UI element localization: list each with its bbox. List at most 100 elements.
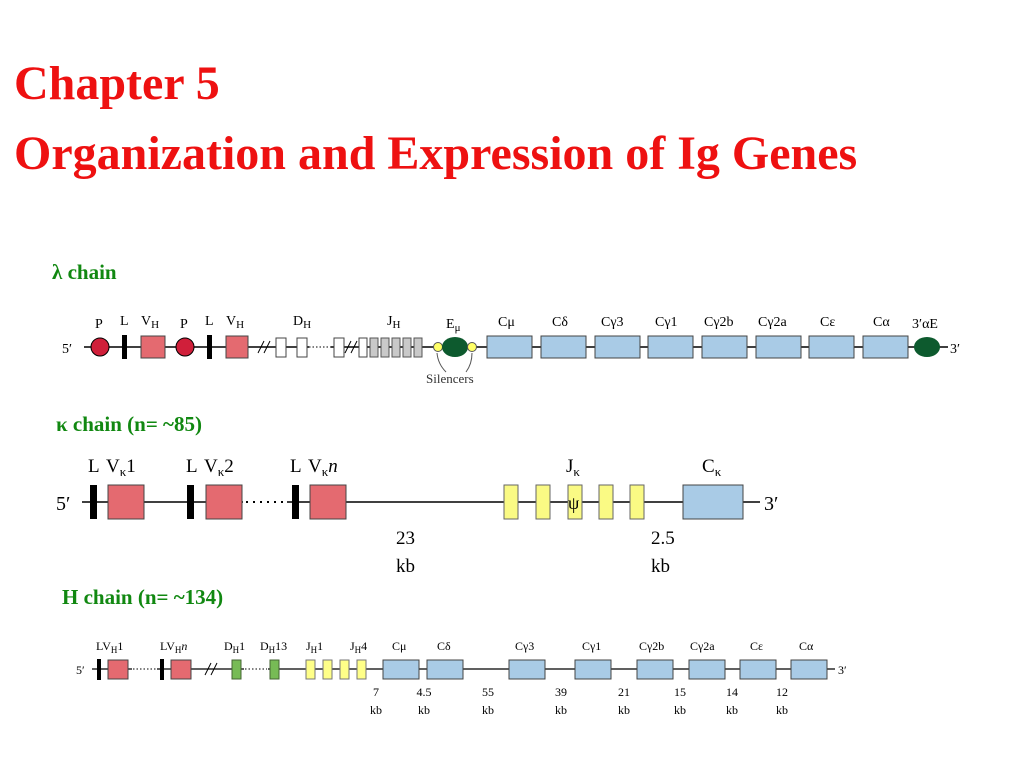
lambda-label-cg2b: Cγ2b: [704, 315, 734, 330]
lambda-c-epsilon-segment: [808, 335, 855, 359]
heavy-label-cdelta: Cδ: [437, 639, 451, 653]
lambda-label-v1: VH: [141, 314, 159, 331]
heavy-label-ceps: Cε: [750, 639, 763, 653]
lambda-3prime-enhancer: [914, 337, 940, 357]
lambda-chain-label: λ chain: [52, 260, 117, 284]
heavy-distance-unit: kb: [776, 703, 788, 717]
heavy-c-delta-segment: [426, 659, 464, 680]
heavy-distance-value: 7: [373, 685, 379, 699]
kappa-j-segment-4: [598, 484, 614, 520]
heavy-c-gamma2a-segment: [688, 659, 726, 680]
heavy-distance-unit: kb: [418, 703, 430, 717]
heavy-label-cg1: Cγ1: [582, 639, 601, 653]
lambda-leader-1: [122, 335, 127, 359]
heavy-label-cg2b: Cγ2b: [639, 639, 664, 653]
heavy-c-gamma1-segment: [574, 659, 612, 680]
kappa-psi-label: ψ: [568, 493, 580, 513]
lambda-silencers-label: Silencers: [426, 371, 474, 386]
kappa-c-segment: [682, 484, 744, 520]
kappa-j-pseudogene: [567, 484, 583, 520]
heavy-c-mu-segment: [382, 659, 420, 680]
lambda-label-l2: L: [205, 314, 214, 329]
lambda-c-gamma3-segment: [594, 335, 641, 359]
kappa-v-segment-2: [205, 484, 243, 520]
lambda-label-dh: DH: [293, 314, 311, 331]
kappa-chain-label: κ chain (n= ~85): [56, 412, 202, 436]
heavy-distance-value: 4.5: [417, 685, 432, 699]
lambda-dh-segment: [358, 337, 368, 358]
lambda-3prime-label: 3′: [950, 342, 960, 357]
heavy-distance-value: 21: [618, 685, 630, 699]
lambda-silencer-arrow-1: [436, 352, 447, 373]
lambda-vh-segment-1: [140, 335, 166, 359]
kappa-leader-1: [90, 485, 97, 519]
lambda-label-cg1: Cγ1: [655, 315, 678, 330]
kappa-diagram: 5′ 3′ ψ L Vκ1 L Vκ2 L Vκn Jκ Cκ 23 kb 2.…: [56, 456, 778, 577]
chapter-subtitle: Organization and Expression of Ig Genes: [14, 127, 858, 180]
heavy-label-cg2a: Cγ2a: [690, 639, 715, 653]
lambda-label-emu: Eμ: [446, 317, 461, 334]
lambda-promoter-2: [175, 337, 195, 357]
lambda-diagram: 5′ 3′ Silencers: [62, 314, 960, 386]
lambda-jh-segment: [369, 337, 379, 358]
heavy-label-dh13: DH13: [260, 639, 287, 655]
lambda-jh-segment: [391, 337, 401, 358]
heavy-distance-unit: kb: [555, 703, 567, 717]
heavy-c-gamma3-segment: [508, 659, 546, 680]
lambda-enhancer-emu: [442, 337, 468, 357]
heavy-distance-value: 55: [482, 685, 494, 699]
lambda-jh-segment: [402, 337, 412, 358]
lambda-silencer-2: [467, 342, 477, 352]
lambda-label-cg2a: Cγ2a: [758, 315, 788, 330]
lambda-c-delta-segment: [540, 335, 587, 359]
lambda-label-cdelta: Cδ: [552, 315, 568, 330]
heavy-jh-segment-1: [305, 659, 316, 680]
lambda-c-gamma2b-segment: [701, 335, 748, 359]
lambda-silencer-arrow-2: [465, 352, 473, 373]
lambda-label-jh: JH: [387, 314, 400, 331]
lambda-5prime-label: 5′: [62, 342, 72, 357]
lambda-label-l1: L: [120, 314, 129, 329]
lambda-dh-segment: [275, 337, 287, 358]
heavy-chain-label: H chain (n= ~134): [62, 585, 224, 609]
heavy-distance-unit: kb: [674, 703, 686, 717]
kappa-label-j: Jκ: [566, 456, 580, 479]
kappa-v-segment-n: [309, 484, 347, 520]
heavy-distance-value: 12: [776, 685, 788, 699]
heavy-c-epsilon-segment: [739, 659, 777, 680]
kappa-label-v1: Vκ1: [106, 456, 136, 479]
kappa-distance-value: 2.5: [651, 528, 675, 549]
heavy-jh-segment-3: [339, 659, 350, 680]
heavy-distance-value: 14: [726, 685, 738, 699]
kappa-j-segment-1: [503, 484, 519, 520]
kappa-v-segment-1: [107, 484, 145, 520]
heavy-label-cg3: Cγ3: [515, 639, 534, 653]
kappa-j-segment-5: [629, 484, 645, 520]
heavy-label-calpha: Cα: [799, 639, 814, 653]
kappa-label-c: Cκ: [702, 456, 722, 479]
heavy-diagram: 5′ 3′ LVH1 LVHn DH1 DH13 JH1 JH4: [76, 639, 847, 717]
lambda-vh-segment-2: [225, 335, 249, 359]
heavy-label-jh1: JH1: [306, 639, 323, 655]
lambda-c-alpha-segment: [862, 335, 909, 359]
heavy-distance-unit: kb: [618, 703, 630, 717]
heavy-distance-unit: kb: [370, 703, 382, 717]
heavy-label-dh1: DH1: [224, 639, 245, 655]
kappa-distance-value: 23: [396, 528, 415, 549]
chapter-title: Chapter 5: [14, 57, 220, 110]
heavy-distance-unit: kb: [726, 703, 738, 717]
heavy-break-mark: [204, 662, 212, 676]
lambda-promoter-1: [90, 337, 110, 357]
heavy-label-lvh1: LVH1: [96, 639, 123, 655]
lambda-label-3alphaE: 3′αE: [912, 317, 938, 332]
lambda-c-gamma2a-segment: [755, 335, 802, 359]
lambda-silencer-1: [433, 342, 443, 352]
lambda-label-p2: P: [180, 317, 188, 332]
lambda-leader-2: [207, 335, 212, 359]
lambda-label-ceps: Cε: [820, 315, 835, 330]
lambda-dh-segment: [296, 337, 308, 358]
lambda-label-cg3: Cγ3: [601, 315, 624, 330]
lambda-c-mu-segment: [486, 335, 533, 359]
kappa-label-l1: L: [88, 456, 100, 477]
